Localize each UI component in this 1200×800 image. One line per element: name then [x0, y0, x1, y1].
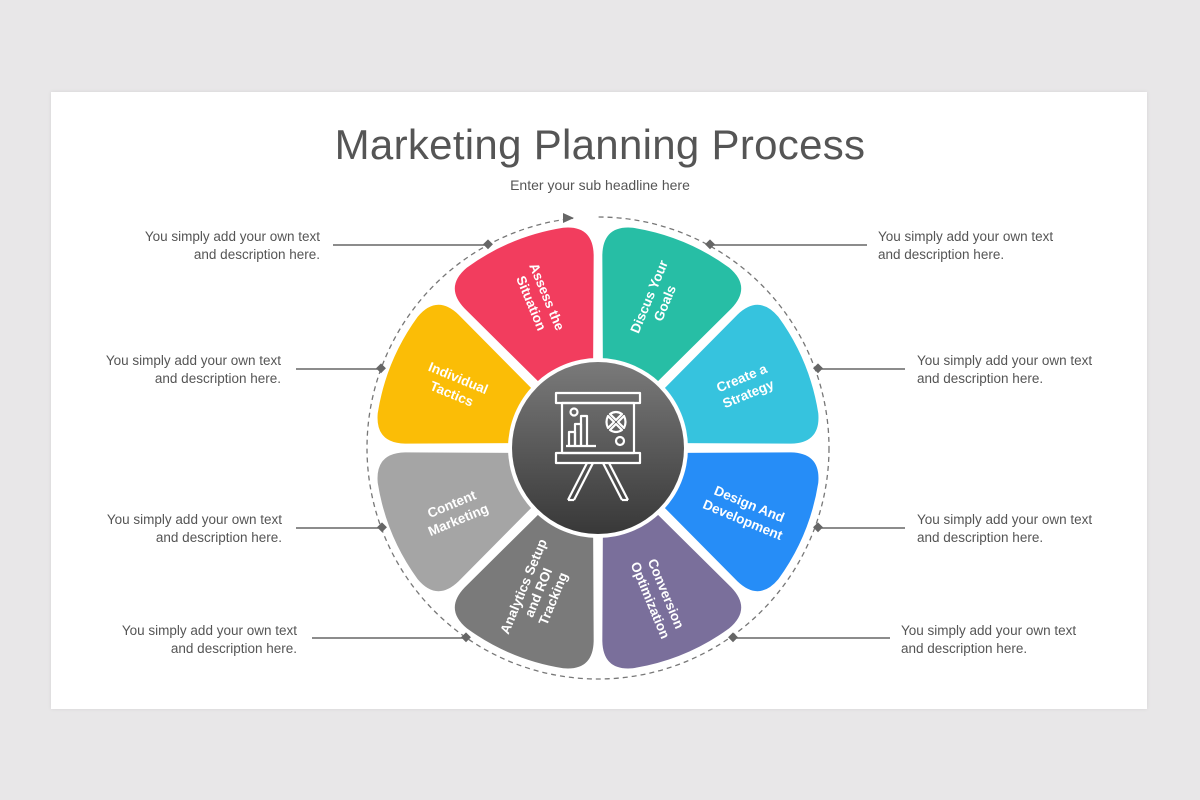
petal-analytics: [454, 493, 594, 669]
connector-lines: [296, 244, 905, 639]
page-subtitle: Enter your sub headline here: [510, 177, 690, 193]
description-line: and description here.: [917, 530, 1044, 545]
description-line: and description here.: [170, 641, 297, 656]
description-right-3: You simply add your own text and descrip…: [917, 511, 1147, 547]
description-left-4: You simply add your own text and descrip…: [67, 622, 297, 658]
petal-strategy: [643, 304, 819, 444]
presentation-board-icon: [554, 391, 642, 502]
description-line: You simply add your own text: [106, 512, 282, 527]
description-line: and description here.: [155, 530, 282, 545]
description-left-2: You simply add your own text and descrip…: [51, 352, 281, 388]
petal-conversion: [602, 493, 742, 669]
description-line: You simply add your own text: [878, 229, 1054, 244]
description-line: and description here.: [193, 247, 320, 262]
description-line: You simply add your own text: [901, 623, 1077, 638]
petal-design: [643, 452, 819, 592]
cycle-arrow-icon: [563, 213, 574, 223]
page-title: Marketing Planning Process: [334, 121, 866, 168]
description-right-1: You simply add your own text and descrip…: [878, 228, 1108, 264]
description-line: and description here.: [917, 371, 1044, 386]
petal-assess: [454, 227, 594, 403]
center-circle: [512, 362, 684, 534]
dashed-cycle-ring: [366, 216, 830, 680]
description-line: You simply add your own text: [105, 353, 281, 368]
description-line: You simply add your own text: [121, 623, 297, 638]
petal-content: [377, 452, 553, 592]
description-line: and description here.: [901, 641, 1028, 656]
process-petals: [377, 227, 819, 669]
description-left-1: You simply add your own text and descrip…: [90, 228, 320, 264]
petal-goals: [602, 227, 742, 403]
description-line: You simply add your own text: [917, 512, 1093, 527]
description-line: You simply add your own text: [144, 229, 320, 244]
description-line: and description here.: [154, 371, 281, 386]
description-line: and description here.: [878, 247, 1005, 262]
description-right-2: You simply add your own text and descrip…: [917, 352, 1147, 388]
petal-individual: [377, 304, 553, 444]
description-right-4: You simply add your own text and descrip…: [901, 622, 1131, 658]
description-line: You simply add your own text: [917, 353, 1093, 368]
description-left-3: You simply add your own text and descrip…: [52, 511, 282, 547]
